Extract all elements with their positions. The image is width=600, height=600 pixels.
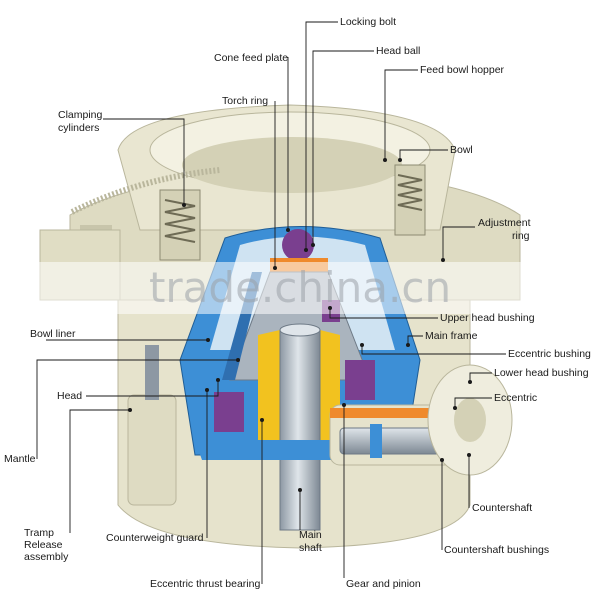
label-eccentric: Eccentric <box>494 392 537 404</box>
label-tramp-line1: Tramp <box>24 527 54 539</box>
watermark: trade.china.cn <box>149 263 451 312</box>
label-adjustment-line2: ring <box>512 230 530 242</box>
watermark-band <box>0 262 600 314</box>
label-main-shaft-line2: shaft <box>299 542 322 554</box>
lower-head-bushing-shape <box>345 360 375 400</box>
label-countershaft-bushings: Countershaft bushings <box>444 544 549 556</box>
pulley-hub <box>454 398 486 442</box>
label-main-frame: Main frame <box>425 330 478 342</box>
label-cone-feed-plate: Cone feed plate <box>214 52 288 64</box>
leader-lines <box>36 21 506 584</box>
label-counterweight-guard: Counterweight guard <box>106 532 204 544</box>
label-tramp-release: Tramp Release assembly <box>24 527 69 563</box>
label-head-ball: Head ball <box>376 45 420 57</box>
label-upper-head-bushing: Upper head bushing <box>440 312 535 324</box>
label-clamping-line2: cylinders <box>58 122 99 134</box>
label-main-shaft-line1: Main <box>299 529 322 541</box>
label-gear-and-pinion: Gear and pinion <box>346 578 421 590</box>
hopper-inner <box>182 137 402 193</box>
label-adjustment-line1: Adjustment <box>478 217 531 229</box>
leader-endpoints <box>128 158 472 492</box>
label-countershaft: Countershaft <box>472 502 532 514</box>
label-adjustment-ring: Adjustment ring <box>478 217 533 242</box>
label-locking-bolt: Locking bolt <box>340 16 396 28</box>
label-tramp-line3: assembly <box>24 551 69 563</box>
label-clamping-cylinders: Clamping cylinders <box>58 109 105 134</box>
label-lower-head-bushing: Lower head bushing <box>494 367 589 379</box>
clamping-spring <box>164 199 196 243</box>
countershaft-bushing-1 <box>370 424 382 458</box>
label-tramp-line2: Release <box>24 539 63 551</box>
label-mantle: Mantle <box>4 453 36 465</box>
label-bowl-liner: Bowl liner <box>30 328 76 340</box>
label-bowl: Bowl <box>450 144 473 156</box>
bowl-spring <box>397 174 423 211</box>
label-torch-ring: Torch ring <box>222 95 268 107</box>
label-clamping-line1: Clamping <box>58 109 103 121</box>
label-feed-bowl-hopper: Feed bowl hopper <box>420 64 505 76</box>
label-head: Head <box>57 390 82 402</box>
gear-shape <box>330 408 440 418</box>
head-ball-shape <box>282 229 314 261</box>
label-eccentric-bushing: Eccentric bushing <box>508 348 591 360</box>
thrust-bearing-left <box>214 392 244 432</box>
tramp-release-cylinder <box>127 394 177 506</box>
gear-band <box>70 167 221 215</box>
eccentric-shape <box>258 330 280 440</box>
label-main-shaft: Main shaft <box>299 529 325 554</box>
label-eccentric-thrust-bearing: Eccentric thrust bearing <box>150 578 260 590</box>
main-shaft-top <box>279 323 321 337</box>
tramp-release-rod <box>145 345 159 400</box>
